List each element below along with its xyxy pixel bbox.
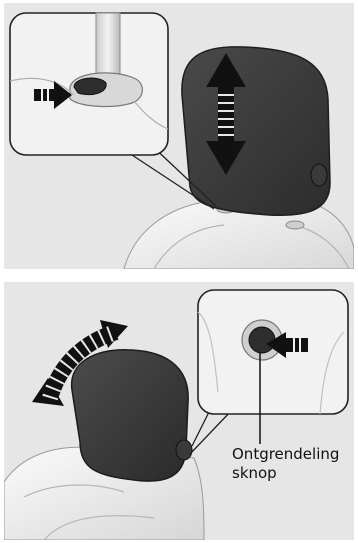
release-button-label-line2: sknop [232,464,339,483]
headrest-tilt-svg [4,282,354,540]
release-button-label-line1: Ontgrendeling [232,445,339,464]
zoom-inset [10,13,168,155]
release-button-small [176,440,192,460]
headrest [182,47,330,215]
release-button-small [311,164,327,186]
post-socket-right [286,221,304,229]
headrest [72,350,189,481]
headrest-height-svg [4,3,354,269]
release-button-label: Ontgrendeling sknop [232,445,339,483]
headrest-height-adjustment-illustration [4,3,354,269]
headrest-tilt-adjustment-illustration: Ontgrendeling sknop [4,282,354,540]
